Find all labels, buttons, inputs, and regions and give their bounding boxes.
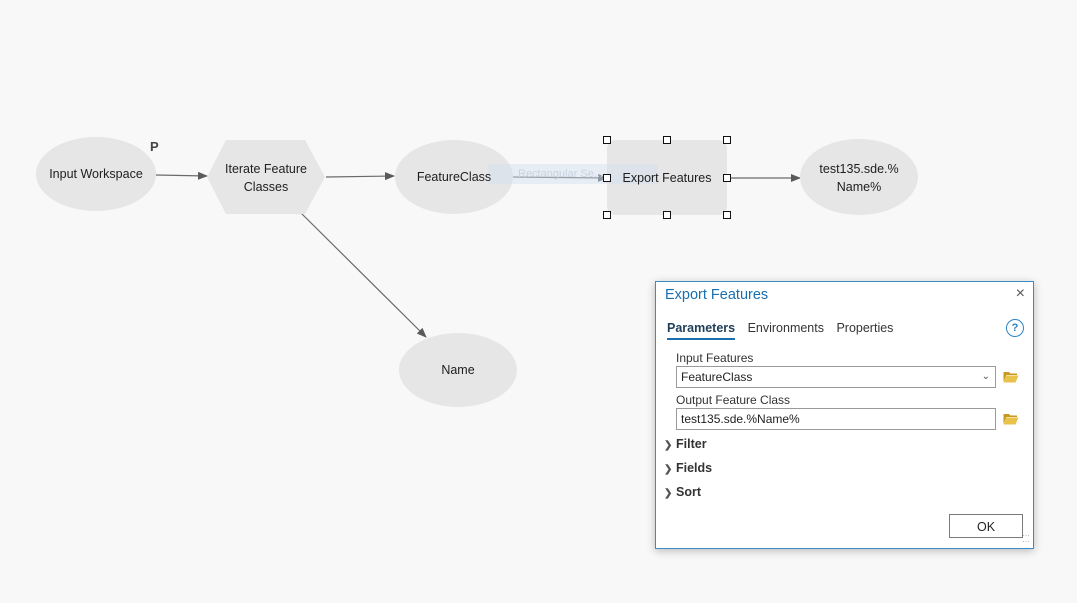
connector-featureclass-to-export[interactable] bbox=[512, 173, 608, 182]
section-fields-label: Fields bbox=[676, 461, 713, 475]
chevron-down-icon[interactable]: ⌄ bbox=[981, 371, 990, 382]
export-features-label: Export Features bbox=[622, 171, 712, 185]
dialog-tabs: Parameters Environments Properties bbox=[667, 319, 901, 341]
close-icon[interactable]: × bbox=[1015, 285, 1025, 302]
ghost-tool-label: Rectangular Se... bbox=[488, 164, 658, 184]
tab-parameters[interactable]: Parameters bbox=[667, 321, 736, 340]
iterate-label: Iterate Feature Classes bbox=[207, 160, 325, 196]
output-node[interactable] bbox=[800, 139, 918, 215]
dialog-title: Export Features bbox=[665, 287, 769, 303]
ok-button[interactable]: OK bbox=[949, 514, 1023, 538]
selection-handle-bottom-left[interactable] bbox=[603, 211, 611, 219]
output-label: test135.sde.% Name% bbox=[800, 160, 918, 196]
featureclass-node[interactable] bbox=[395, 140, 513, 214]
connector-iterate-to-name[interactable] bbox=[299, 211, 427, 338]
connector-iterate-to-featureclass[interactable] bbox=[325, 172, 395, 181]
export-features-dialog: Export Features × Parameters Environment… bbox=[655, 281, 1034, 549]
section-fields[interactable]: ❯Fields bbox=[664, 461, 712, 475]
parameter-badge: P bbox=[150, 139, 159, 154]
output-label-line2: Name% bbox=[836, 180, 882, 194]
iterate-label-line1: Iterate Feature bbox=[225, 162, 307, 176]
chevron-right-icon: ❯ bbox=[664, 440, 673, 451]
folder-open-icon[interactable] bbox=[1003, 371, 1019, 383]
help-icon[interactable]: ? bbox=[1006, 319, 1024, 337]
output-feature-class-label: Output Feature Class bbox=[676, 393, 791, 407]
section-filter-label: Filter bbox=[676, 437, 707, 451]
iterate-feature-classes-node[interactable] bbox=[207, 140, 325, 214]
input-workspace-label: Input Workspace bbox=[49, 167, 143, 181]
output-feature-class-input[interactable]: test135.sde.%Name% bbox=[676, 408, 996, 430]
input-features-dropdown[interactable]: FeatureClass ⌄ bbox=[676, 366, 996, 388]
featureclass-label: FeatureClass bbox=[416, 170, 492, 184]
connector-workspace-to-iterate[interactable] bbox=[155, 171, 208, 180]
folder-open-icon[interactable] bbox=[1003, 413, 1019, 425]
selection-handle-top-left[interactable] bbox=[603, 136, 611, 144]
input-workspace-node[interactable] bbox=[36, 137, 156, 211]
export-features-node[interactable] bbox=[607, 140, 727, 215]
name-node-label: Name bbox=[441, 363, 475, 377]
selection-handle-right[interactable] bbox=[723, 174, 731, 182]
selection-handle-top[interactable] bbox=[663, 136, 671, 144]
selection-handle-bottom[interactable] bbox=[663, 211, 671, 219]
section-sort-label: Sort bbox=[676, 485, 701, 499]
iterate-label-line2: Classes bbox=[243, 180, 289, 194]
input-features-label: Input Features bbox=[676, 351, 754, 365]
chevron-right-icon: ❯ bbox=[664, 488, 673, 499]
resize-grip-icon[interactable]: ⋯⋯ bbox=[1022, 531, 1030, 546]
chevron-right-icon: ❯ bbox=[664, 464, 673, 475]
section-sort[interactable]: ❯Sort bbox=[664, 485, 701, 499]
selection-handle-top-right[interactable] bbox=[723, 136, 731, 144]
name-node[interactable] bbox=[399, 333, 517, 407]
selection-handle-bottom-right[interactable] bbox=[723, 211, 731, 219]
section-filter[interactable]: ❯Filter bbox=[664, 437, 707, 451]
tab-environments[interactable]: Environments bbox=[747, 321, 824, 335]
input-features-value: FeatureClass bbox=[681, 370, 753, 384]
tab-properties[interactable]: Properties bbox=[836, 321, 894, 335]
output-label-line1: test135.sde.% bbox=[819, 162, 899, 176]
selection-handle-left[interactable] bbox=[603, 174, 611, 182]
